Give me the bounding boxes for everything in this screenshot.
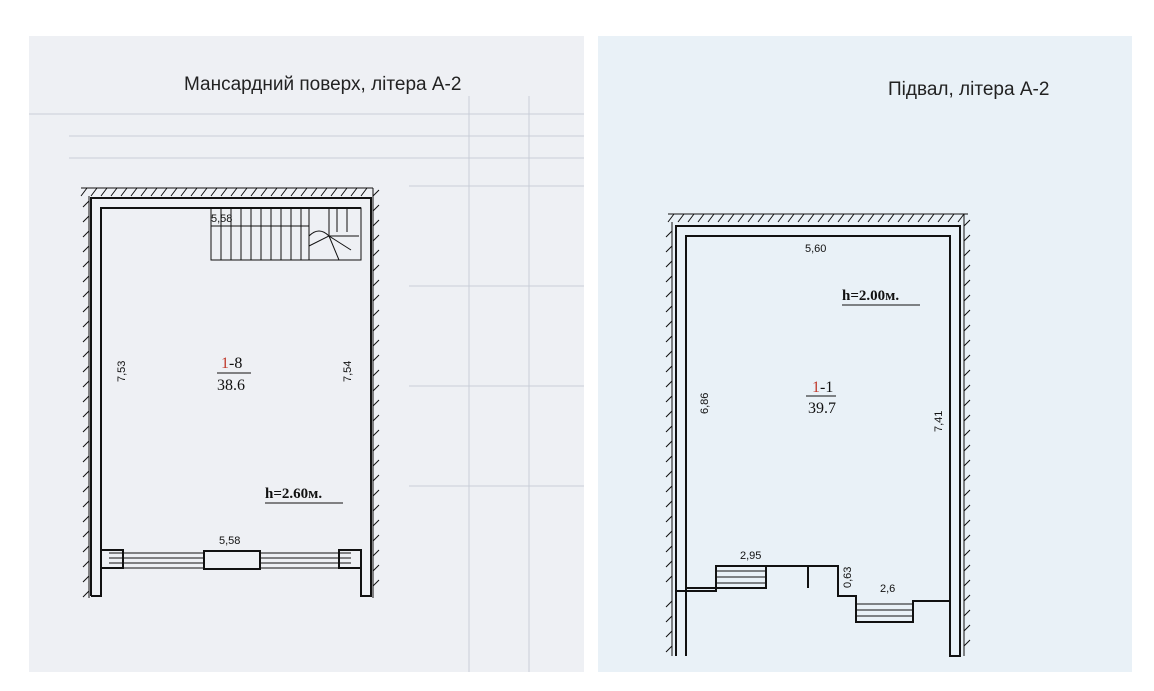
ceiling-height: h=2.00м.: [842, 288, 899, 304]
right-wall-dimension: 7,54: [342, 361, 354, 382]
attic-floor-sheet: Мансардний поверх, літера А-2: [29, 36, 584, 672]
room-area: 39.7: [808, 400, 836, 417]
room-area: 38.6: [217, 377, 245, 394]
left-wall-dimension: 6,86: [699, 393, 711, 414]
basement-openings: [716, 570, 913, 617]
bottom-wall-dimension: 5,58: [219, 535, 240, 547]
paper-grid: [29, 96, 584, 672]
stair-width-label: 5,58: [211, 213, 232, 225]
step-right-dimension: 2,6: [880, 583, 895, 595]
basement-sheet: Підвал, літера А-2: [598, 36, 1132, 672]
attic-floor-plan: 5,58 7,53 7,54 5,58 1-8 38.6 h=2.60м.: [29, 96, 584, 672]
left-wall-dimension: 7,53: [116, 361, 128, 382]
basement-walls: [675, 225, 961, 657]
wall-hatching: [665, 213, 971, 656]
room-number: 1-8: [221, 355, 242, 372]
basement-plan: 5,60 6,86 7,41 2,95 0,63 2,6 1-1 39.7 h=…: [665, 213, 971, 657]
room-number: 1-1: [812, 379, 833, 396]
ceiling-height: h=2.60м.: [265, 486, 322, 502]
basement-title: Підвал, літера А-2: [888, 79, 1050, 100]
staircase: [210, 207, 362, 261]
top-wall-dimension: 5,60: [805, 243, 826, 255]
step-depth-dimension: 0,63: [842, 567, 854, 588]
attic-window: [100, 549, 362, 570]
step-left-dimension: 2,95: [740, 550, 761, 562]
right-wall-dimension: 7,41: [933, 411, 945, 432]
attic-floor-title: Мансардний поверх, літера А-2: [184, 74, 462, 95]
wall-hatching: [80, 187, 380, 598]
